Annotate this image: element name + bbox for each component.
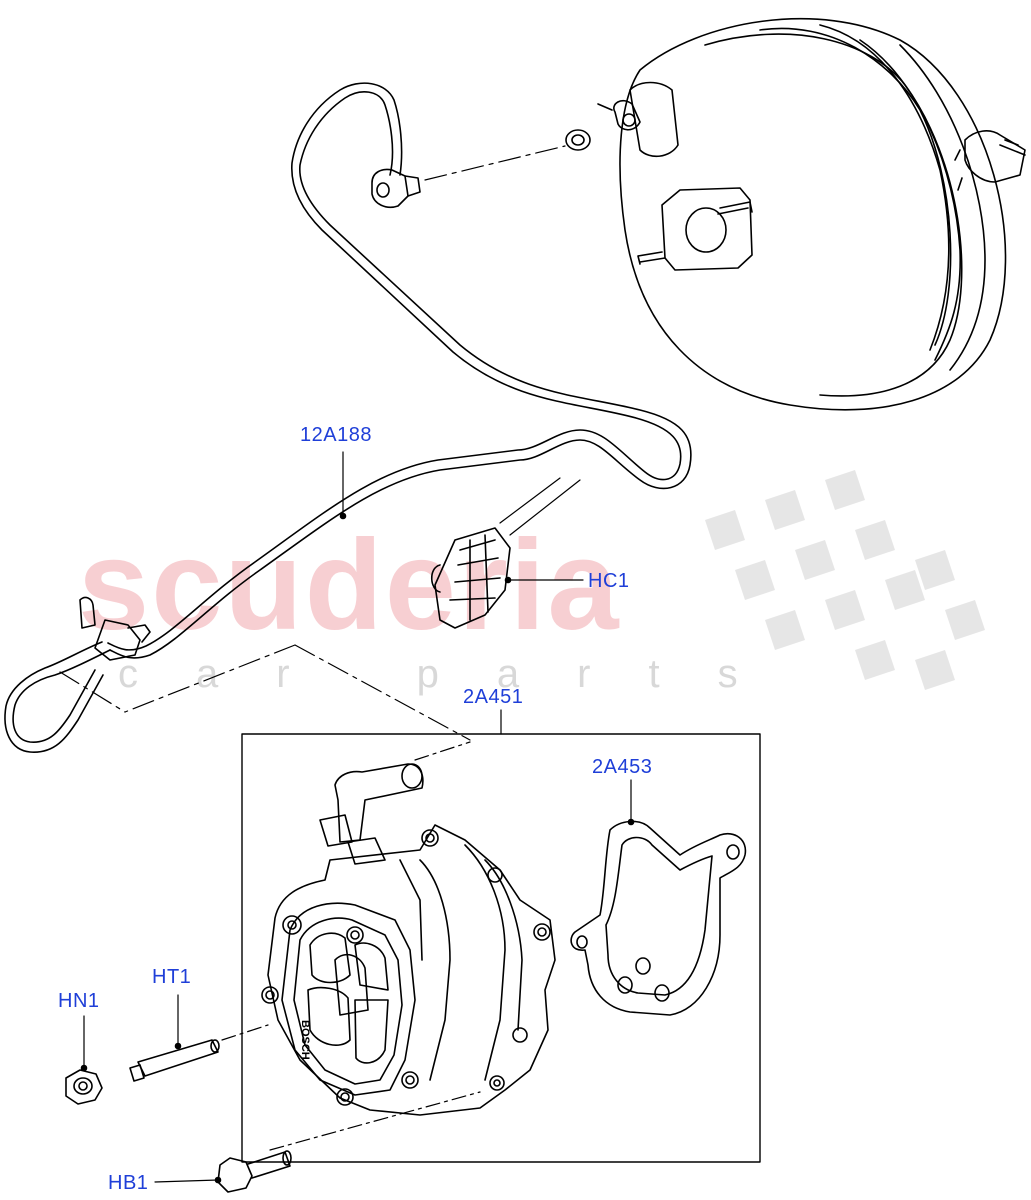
hose-clip	[430, 527, 511, 629]
checkered-flag-watermark	[705, 470, 985, 690]
leader-kit-outline	[124, 644, 471, 741]
callout-pump-kit[interactable]: 2A451	[463, 686, 524, 708]
callout-clip[interactable]: HC1	[588, 570, 630, 592]
leader-kit-outline-2	[59, 671, 126, 713]
leader-clip-2	[509, 479, 581, 536]
brake-booster	[565, 17, 1026, 411]
callout-gasket[interactable]: 2A453	[592, 756, 653, 778]
flange-bolt	[217, 1150, 292, 1193]
vacuum-pump	[261, 763, 556, 1116]
vacuum-pipe	[4, 82, 692, 753]
stud	[129, 1039, 220, 1082]
pump-gasket	[570, 820, 747, 1016]
pump-branding: BOSCH	[299, 1020, 311, 1060]
leader-stud-pump	[221, 1024, 269, 1041]
callout-bolt[interactable]: HB1	[108, 1172, 149, 1194]
callout-stud[interactable]: HT1	[152, 966, 192, 988]
pump-kit-box	[241, 733, 761, 1163]
leader-bolt	[154, 1179, 219, 1183]
flange-nut	[65, 1069, 103, 1105]
callout-pipe[interactable]: 12A188	[300, 424, 372, 446]
watermark-brand: scuderia	[78, 514, 621, 657]
callout-nut[interactable]: HN1	[58, 990, 100, 1012]
leader-bolt-pump	[269, 1091, 481, 1151]
leader-pump-inlet	[414, 741, 471, 761]
leader-grommet	[424, 145, 566, 181]
leader-clip-1	[499, 477, 561, 524]
